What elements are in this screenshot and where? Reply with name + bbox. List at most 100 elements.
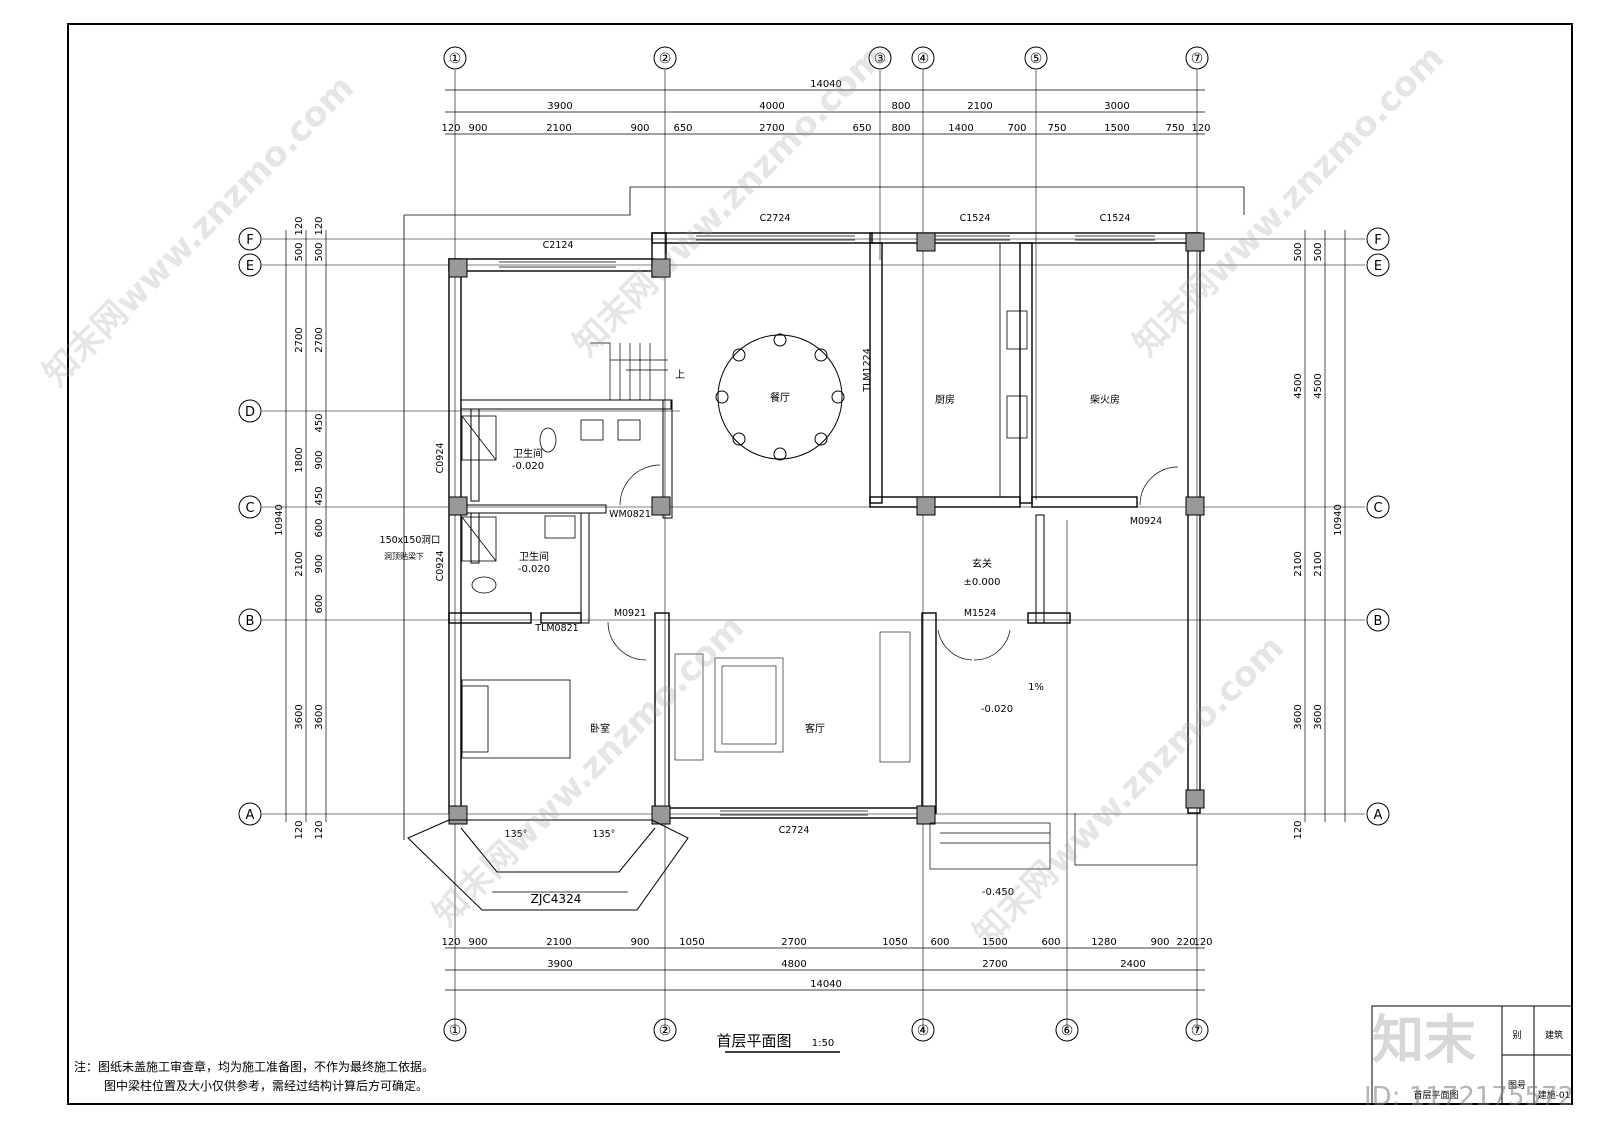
dim-right-a: 500: [1293, 242, 1304, 261]
dimension-lines: [285, 89, 1346, 991]
dim-left-b: 2700: [314, 327, 325, 352]
room-firewood: 柴火房: [1090, 393, 1120, 406]
dim-bottom-total: 14040: [810, 979, 842, 990]
dim-left-b: 600: [314, 518, 325, 537]
row-left-b: B: [246, 614, 255, 629]
dim-top-detail: 650: [852, 123, 871, 134]
dim-top-detail: 750: [1165, 123, 1184, 134]
window-c1524-firewood: C1524: [1100, 213, 1131, 224]
axis-bottom-6: ⑥: [1061, 1023, 1074, 1039]
dim-left-a: 1800: [294, 447, 305, 472]
title-block-drawing-no: 建施-01: [1538, 1089, 1571, 1101]
dim-right-b: 500: [1313, 242, 1324, 261]
row-left-e: E: [246, 259, 254, 274]
dim-right-a: 3600: [1293, 704, 1304, 729]
dim-left-a: 120: [294, 216, 305, 235]
row-right-c: C: [1373, 501, 1382, 516]
dim-right-a: 120: [1293, 820, 1304, 839]
dim-top-detail: 900: [468, 123, 487, 134]
columns: [448, 232, 1205, 825]
axis-top-3: ③: [874, 51, 887, 67]
dim-bottom-detail: 2100: [546, 937, 571, 948]
dim-left-a: 2100: [294, 551, 305, 576]
room-bath1-level: -0.020: [512, 461, 544, 472]
bay-window: [407, 819, 689, 911]
dim-left-b: 500: [314, 242, 325, 261]
windows: [499, 235, 1155, 816]
dim-bottom-detail: 220: [1176, 937, 1195, 948]
dim-left-b: 900: [314, 450, 325, 469]
dim-bottom-detail: 600: [930, 937, 949, 948]
window-c2724-top: C2724: [760, 213, 791, 224]
dim-left-a: 120: [294, 820, 305, 839]
axis-top-4: ④: [917, 51, 930, 67]
room-labels: 餐厅 厨房 柴火房 卫生间 -0.020 卫生间 -0.020 玄关 ±0.00…: [512, 369, 1120, 898]
axis-top-2: ②: [659, 51, 672, 67]
dim-top-detail: 1500: [1104, 123, 1129, 134]
opening-labels: C2124 C2724 C1524 C1524 C2724 ZJC4324 TL…: [380, 213, 1163, 906]
row-left-d: D: [245, 405, 255, 420]
title-block: [1371, 1005, 1573, 1105]
bay-angle-right: 135°: [593, 829, 616, 840]
watermark-id: ID: 1172175572: [1364, 1082, 1575, 1112]
row-labels: F E D C B A F E C B A: [245, 233, 1383, 823]
dim-bottom-detail: 1050: [882, 937, 907, 948]
dim-left-a: 500: [294, 242, 305, 261]
row-right-a: A: [1374, 808, 1383, 823]
watermark-logo: 知末: [1372, 1011, 1477, 1071]
axis-top-7: ⑦: [1191, 51, 1204, 67]
room-foyer-level: ±0.000: [963, 577, 1000, 588]
dim-bottom-detail: 900: [1150, 937, 1169, 948]
living-furniture: [674, 631, 911, 763]
dim-left-b: 450: [314, 413, 325, 432]
axis-bottom-2: ②: [659, 1023, 672, 1039]
dim-bottom-detail: 2700: [781, 937, 806, 948]
bedroom-bed: [461, 679, 571, 759]
porch-level: -0.020: [981, 704, 1013, 715]
dim-left-a: 3600: [294, 704, 305, 729]
dim-top-detail: 750: [1047, 123, 1066, 134]
dim-bottom-detail: 1500: [982, 937, 1007, 948]
dim-left-b: 120: [314, 216, 325, 235]
row-right-b: B: [1374, 614, 1383, 629]
room-bedroom: 卧室: [590, 722, 610, 735]
room-bath2-level: -0.020: [518, 564, 550, 575]
dim-left-b: 600: [314, 594, 325, 613]
row-left-f: F: [246, 233, 253, 248]
dim-top-detail: 120: [441, 123, 460, 134]
door-m0921: M0921: [614, 608, 646, 619]
axis-lines: [262, 70, 1365, 1030]
axis-bubbles: [238, 46, 1390, 1042]
roof-outline: [404, 186, 1245, 216]
dim-top-mid: 3000: [1104, 101, 1129, 112]
door-m0924: M0924: [1130, 516, 1162, 527]
bath-fixtures: [461, 415, 641, 594]
room-living: 客厅: [805, 722, 825, 735]
dim-bottom-mid: 4800: [781, 959, 806, 970]
dim-bottom-detail: 600: [1041, 937, 1060, 948]
dim-top-detail: 650: [673, 123, 692, 134]
room-bath2: 卫生间: [519, 550, 549, 563]
dim-right-b: 3600: [1313, 704, 1324, 729]
stair-up-label: 上: [675, 369, 685, 381]
room-foyer: 玄关: [972, 557, 992, 570]
dim-top-detail: 2100: [546, 123, 571, 134]
dim-bottom-mid: 2400: [1120, 959, 1145, 970]
title-block-type: 别: [1512, 1030, 1521, 1041]
door-m1524: M1524: [964, 608, 996, 619]
dim-bottom-mid: 3900: [547, 959, 572, 970]
row-left-c: C: [245, 501, 254, 516]
dim-left-b: 120: [314, 820, 325, 839]
dim-left-b: 3600: [314, 704, 325, 729]
dim-bottom-detail: 120: [1193, 937, 1212, 948]
drawing-title: 首层平面图: [716, 1032, 791, 1050]
row-left-a: A: [246, 808, 255, 823]
row-right-e: E: [1374, 259, 1382, 274]
dim-top-detail: 1400: [948, 123, 973, 134]
dim-right-b: 4500: [1313, 373, 1324, 398]
axis-bottom-4: ④: [917, 1023, 930, 1039]
dim-top-mid: 800: [891, 101, 910, 112]
window-c0924-lower: C0924: [435, 551, 446, 582]
dining-table: [715, 333, 845, 461]
dim-left-total: 10940: [274, 504, 285, 536]
